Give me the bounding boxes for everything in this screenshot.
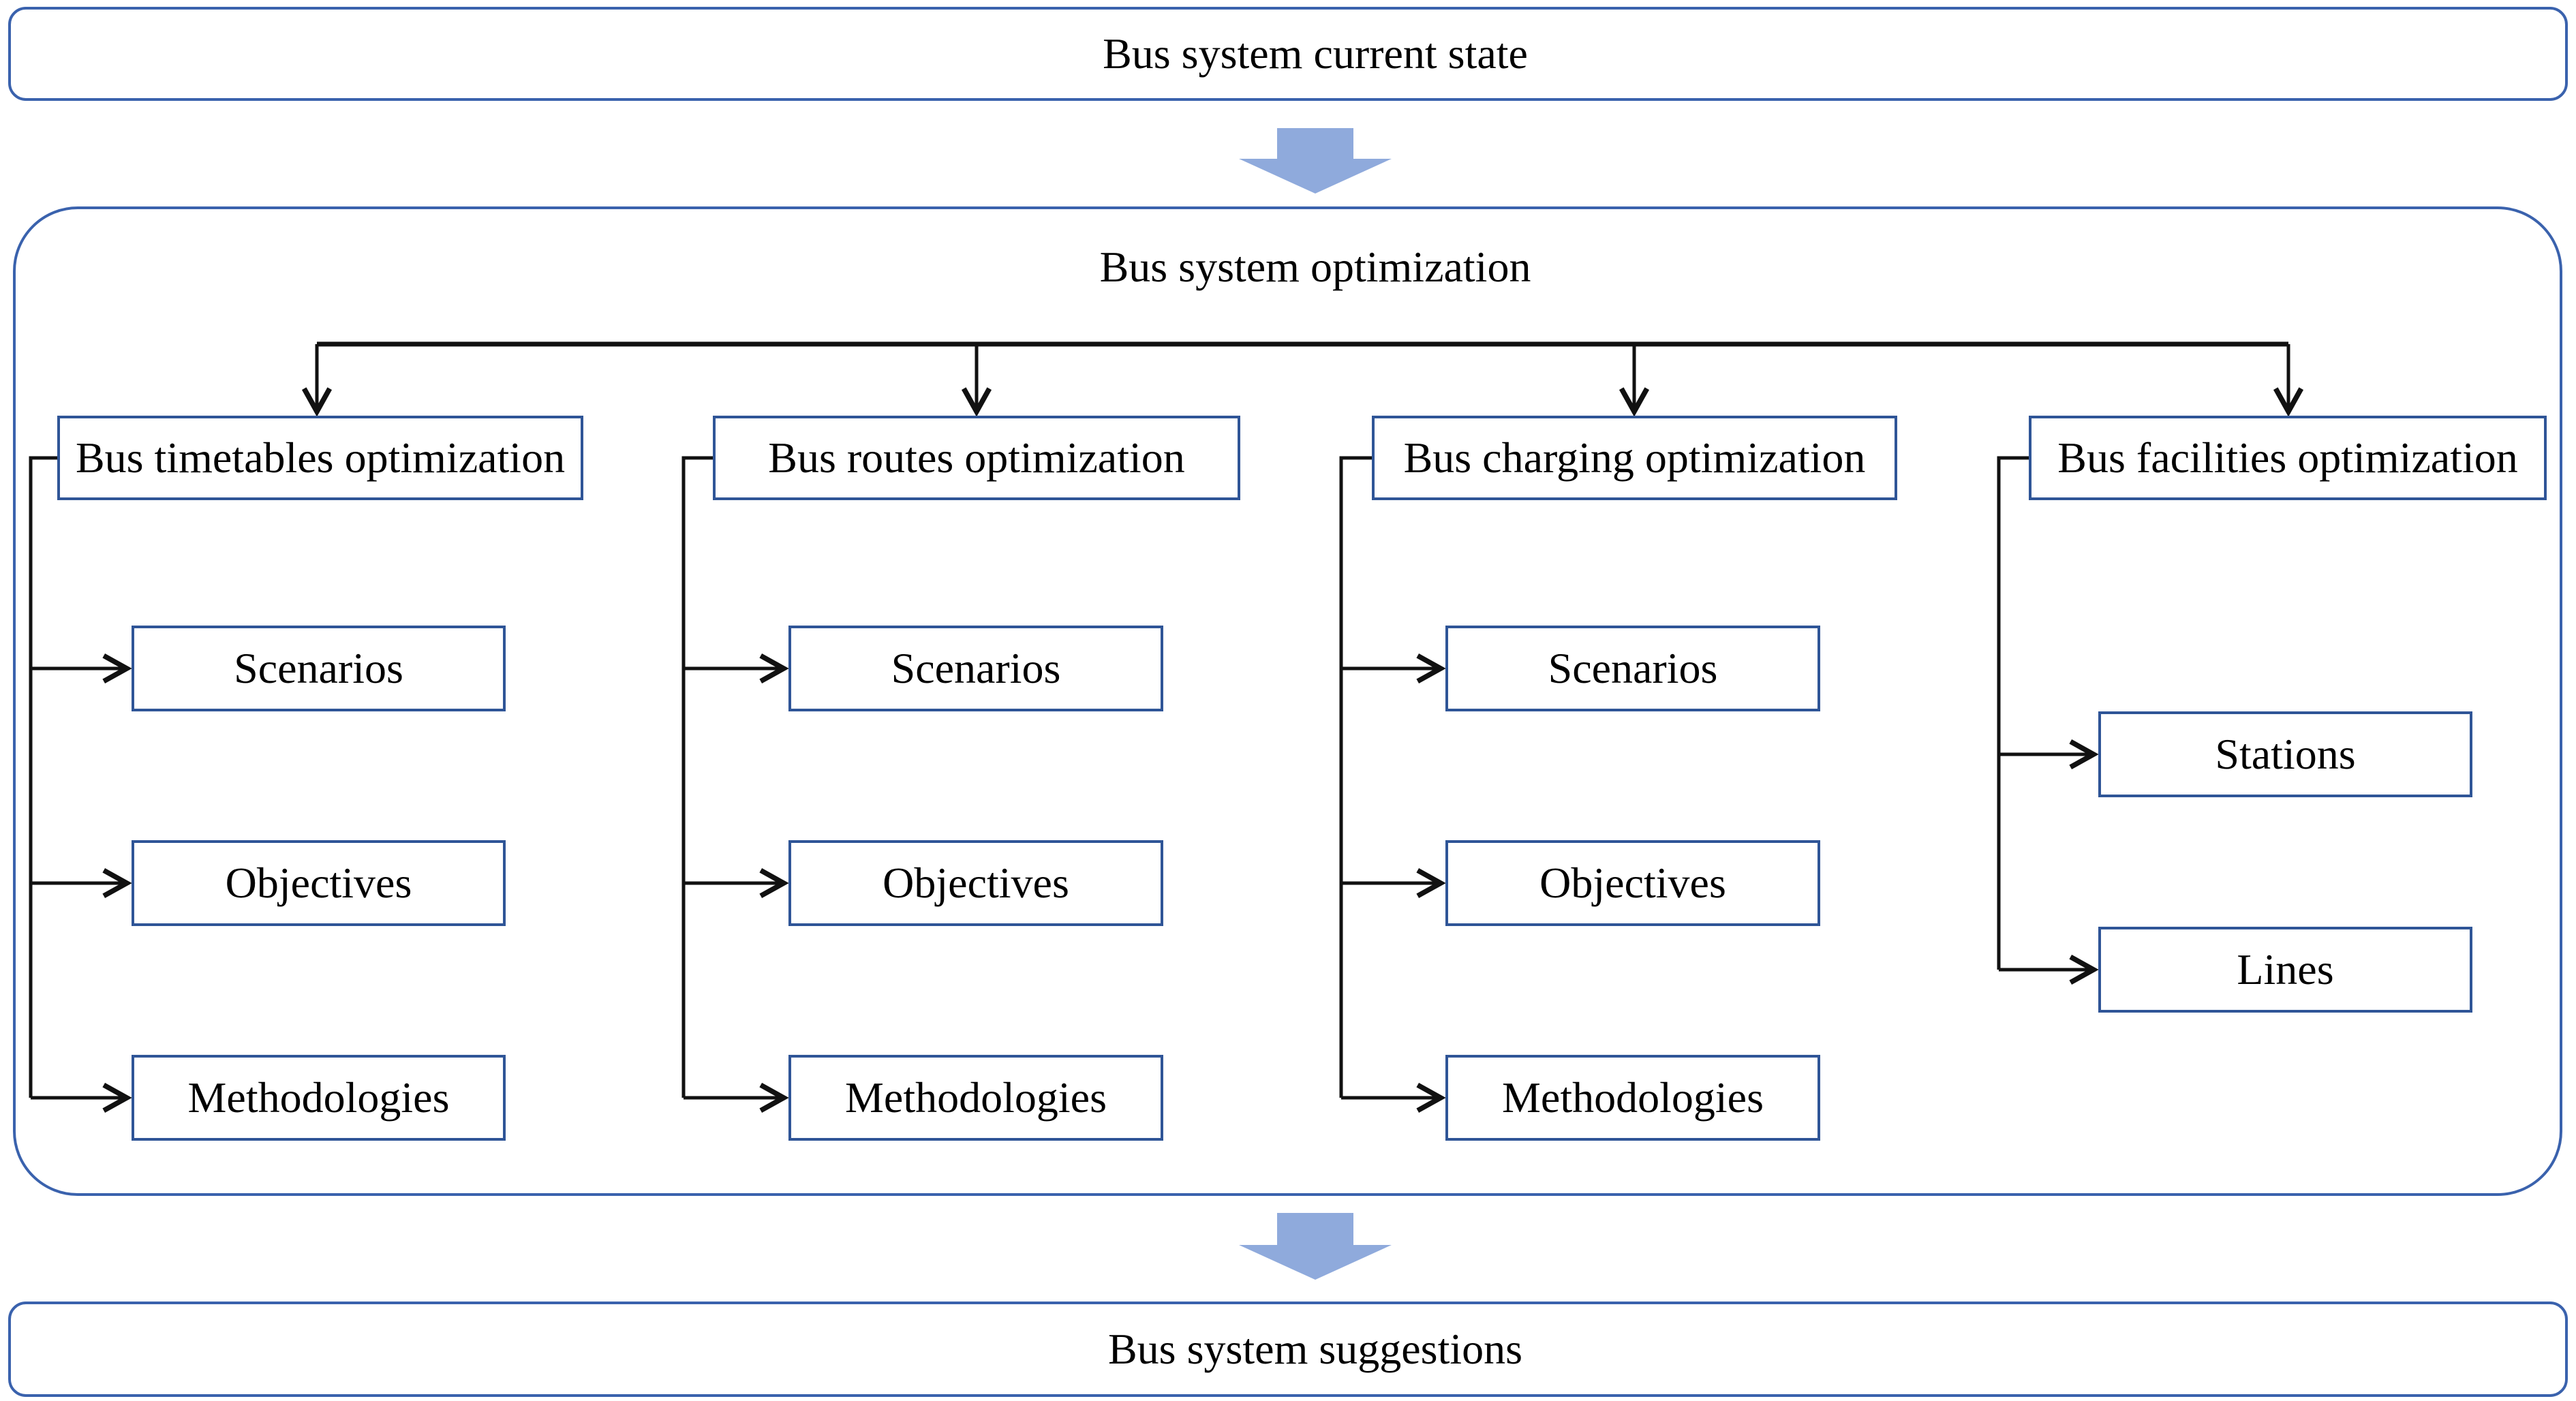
- optimization-title: Bus system optimization: [1099, 243, 1531, 291]
- routes-scenarios-box: Scenarios: [788, 626, 1163, 711]
- facilities-stations-label: Stations: [2215, 729, 2356, 778]
- charging-objectives-label: Objectives: [1539, 858, 1726, 907]
- timetables-scenarios-box: Scenarios: [132, 626, 506, 711]
- timetables-objectives-label: Objectives: [225, 858, 412, 907]
- current-state-box: Bus system current state: [8, 7, 2568, 101]
- routes-objectives-box: Objectives: [788, 840, 1163, 926]
- branch-timetables-label: Bus timetables optimization: [75, 433, 566, 482]
- timetables-scenarios-label: Scenarios: [234, 643, 403, 692]
- routes-scenarios-label: Scenarios: [891, 643, 1061, 692]
- charging-scenarios-label: Scenarios: [1548, 643, 1718, 692]
- charging-objectives-box: Objectives: [1445, 840, 1820, 926]
- branch-charging-label: Bus charging optimization: [1403, 433, 1866, 482]
- facilities-lines-label: Lines: [2237, 944, 2334, 994]
- charging-methodologies-box: Methodologies: [1445, 1055, 1820, 1141]
- timetables-methodologies-box: Methodologies: [132, 1055, 506, 1141]
- charging-methodologies-label: Methodologies: [1502, 1073, 1764, 1122]
- current-state-label: Bus system current state: [1103, 29, 1528, 78]
- branch-timetables-box: Bus timetables optimization: [57, 416, 583, 500]
- timetables-methodologies-label: Methodologies: [187, 1073, 450, 1122]
- flow-down-arrow-bottom-icon: [1239, 1213, 1392, 1280]
- branch-facilities-label: Bus facilities optimization: [2057, 433, 2518, 482]
- routes-objectives-label: Objectives: [883, 858, 1069, 907]
- routes-methodologies-box: Methodologies: [788, 1055, 1163, 1141]
- branch-charging-box: Bus charging optimization: [1372, 416, 1897, 500]
- branch-routes-label: Bus routes optimization: [768, 433, 1185, 482]
- optimization-container: [13, 206, 2562, 1196]
- flow-down-arrow-top-icon: [1239, 128, 1392, 194]
- branch-facilities-box: Bus facilities optimization: [2029, 416, 2547, 500]
- routes-methodologies-label: Methodologies: [845, 1073, 1107, 1122]
- timetables-objectives-box: Objectives: [132, 840, 506, 926]
- suggestions-label: Bus system suggestions: [1107, 1324, 1523, 1373]
- facilities-stations-box: Stations: [2098, 711, 2472, 797]
- facilities-lines-box: Lines: [2098, 927, 2472, 1013]
- charging-scenarios-box: Scenarios: [1445, 626, 1820, 711]
- branch-routes-box: Bus routes optimization: [713, 416, 1240, 500]
- suggestions-box: Bus system suggestions: [8, 1302, 2568, 1397]
